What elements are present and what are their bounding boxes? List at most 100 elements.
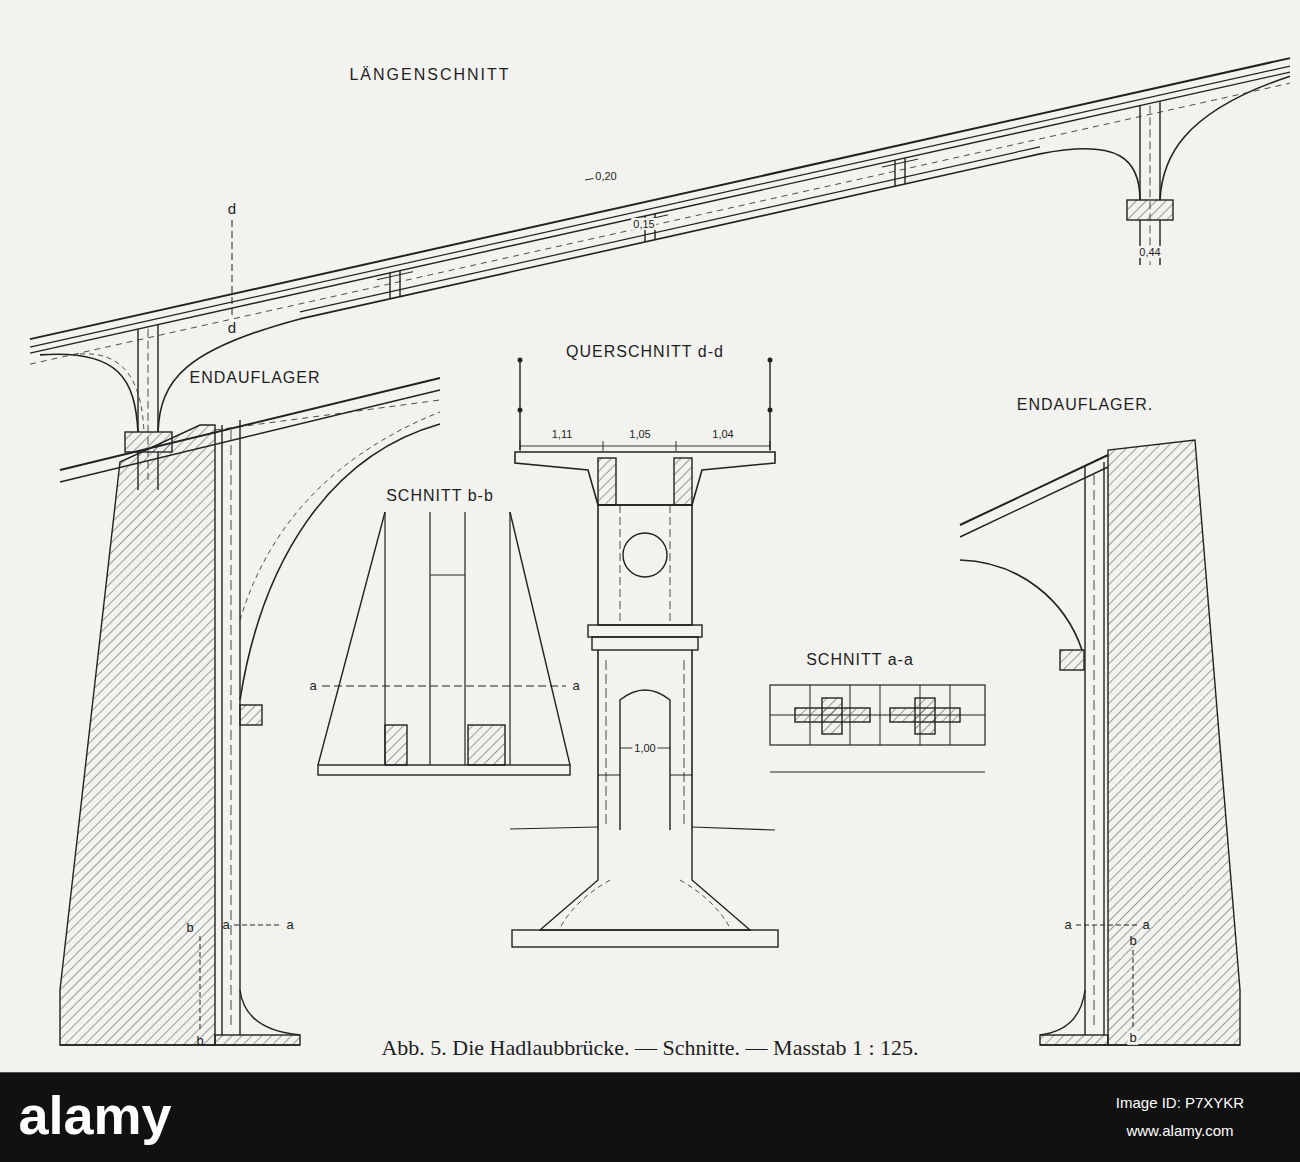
section-outline <box>429 512 430 765</box>
section-title: LÄNGENSCHNITT <box>349 66 510 84</box>
watermark: alamy <box>18 1086 171 1145</box>
section-mark: b <box>186 921 193 935</box>
bottom-flange <box>300 154 1040 319</box>
haunch <box>960 560 1082 650</box>
railing-knob <box>768 358 773 363</box>
opening <box>623 533 667 577</box>
footing <box>1040 1035 1108 1045</box>
drawing-line <box>670 775 692 776</box>
section-line <box>232 220 233 318</box>
bottom-flange <box>300 147 1040 312</box>
dimension: 0,20 <box>593 170 618 182</box>
deck-top <box>960 455 1108 525</box>
end-column <box>1103 462 1104 1035</box>
section-mark: b <box>1129 934 1136 948</box>
section-line <box>234 925 282 926</box>
section-cut <box>385 725 407 765</box>
ground-line <box>770 771 985 772</box>
axis <box>1150 105 1151 265</box>
haunch <box>40 354 138 432</box>
section-mark: a <box>1064 918 1071 932</box>
section-line <box>1076 925 1138 926</box>
section-mark: d <box>228 320 236 337</box>
fillet <box>240 990 300 1035</box>
reinforcement <box>1094 475 1095 1030</box>
pier-column <box>1139 106 1140 200</box>
deck-slab <box>30 72 1290 353</box>
haunch <box>1040 149 1140 200</box>
web <box>598 458 616 505</box>
section-mark: a <box>1142 918 1149 932</box>
section-outline <box>509 512 510 765</box>
section-title: SCHNITT b-b <box>386 487 494 505</box>
dimension: 0,15 <box>631 218 656 230</box>
watermark-bar <box>0 1073 1300 1162</box>
reinforcement <box>684 660 685 825</box>
haunch <box>1160 76 1290 200</box>
end-column <box>1084 465 1085 1035</box>
watermark: Image ID: P7XYKR <box>1116 1095 1244 1112</box>
section-slab <box>318 765 570 775</box>
bearing <box>1127 200 1173 220</box>
dimension: 1,04 <box>710 428 735 440</box>
figure-caption: Abb. 5. Die Hadlaubbrücke. — Schnitte. —… <box>381 1035 918 1061</box>
pier-shaft <box>598 505 692 625</box>
reinforcement <box>30 83 1290 364</box>
section-mark: b <box>196 1034 203 1048</box>
pier-column <box>1159 101 1160 200</box>
pier-column <box>137 329 138 432</box>
footing-base <box>512 930 778 947</box>
section-outline <box>430 574 465 575</box>
deck-layer <box>30 66 1290 347</box>
railing-knob <box>518 408 523 413</box>
dimension: 1,11 <box>550 428 575 440</box>
end-column <box>221 425 222 1035</box>
section-mark: a <box>286 918 293 932</box>
section-cut <box>468 725 505 765</box>
reinforcement <box>560 880 730 928</box>
reinforcement <box>231 430 232 1030</box>
pier-leg <box>597 650 599 830</box>
footing <box>540 830 750 930</box>
rib <box>882 159 918 167</box>
section-line <box>200 936 201 1030</box>
ground-line <box>510 827 598 829</box>
cross-deck <box>515 452 775 505</box>
section-title: ENDAUFLAGER. <box>1017 396 1153 414</box>
deck-slab <box>960 467 1108 537</box>
watermark: www.alamy.com <box>1126 1123 1233 1140</box>
section-outline <box>464 512 465 765</box>
abutment <box>1108 440 1240 1045</box>
section-mark: a <box>309 679 316 693</box>
railing <box>769 360 770 450</box>
dimension-tick <box>676 441 677 451</box>
section-title: SCHNITT a-a <box>806 651 914 669</box>
bearing <box>240 705 262 725</box>
fillet <box>1040 990 1085 1035</box>
section-outline <box>510 512 570 765</box>
section-line <box>322 686 566 687</box>
railing <box>519 360 520 450</box>
end-column <box>239 420 240 1035</box>
section-cut <box>822 698 842 734</box>
dimension-tick <box>603 441 604 451</box>
pier-column <box>1139 220 1140 265</box>
dimension: 1,00 <box>632 742 657 754</box>
footing <box>1040 1044 1240 1046</box>
dimension-tick <box>520 441 521 451</box>
pier-column <box>157 325 158 432</box>
pier-column <box>1159 220 1160 265</box>
dimension: 0,44 <box>1137 246 1162 258</box>
section-mark: b <box>1127 1031 1138 1045</box>
bearing <box>1060 650 1084 670</box>
reinforcement <box>215 400 440 430</box>
section-mark: d <box>228 201 236 218</box>
reinforcement <box>240 412 440 620</box>
section-outline <box>318 512 385 765</box>
section-line <box>1133 950 1134 1030</box>
reinforcement <box>670 505 671 625</box>
railing-knob <box>518 358 523 363</box>
abutment <box>60 425 215 1045</box>
web <box>674 458 692 505</box>
